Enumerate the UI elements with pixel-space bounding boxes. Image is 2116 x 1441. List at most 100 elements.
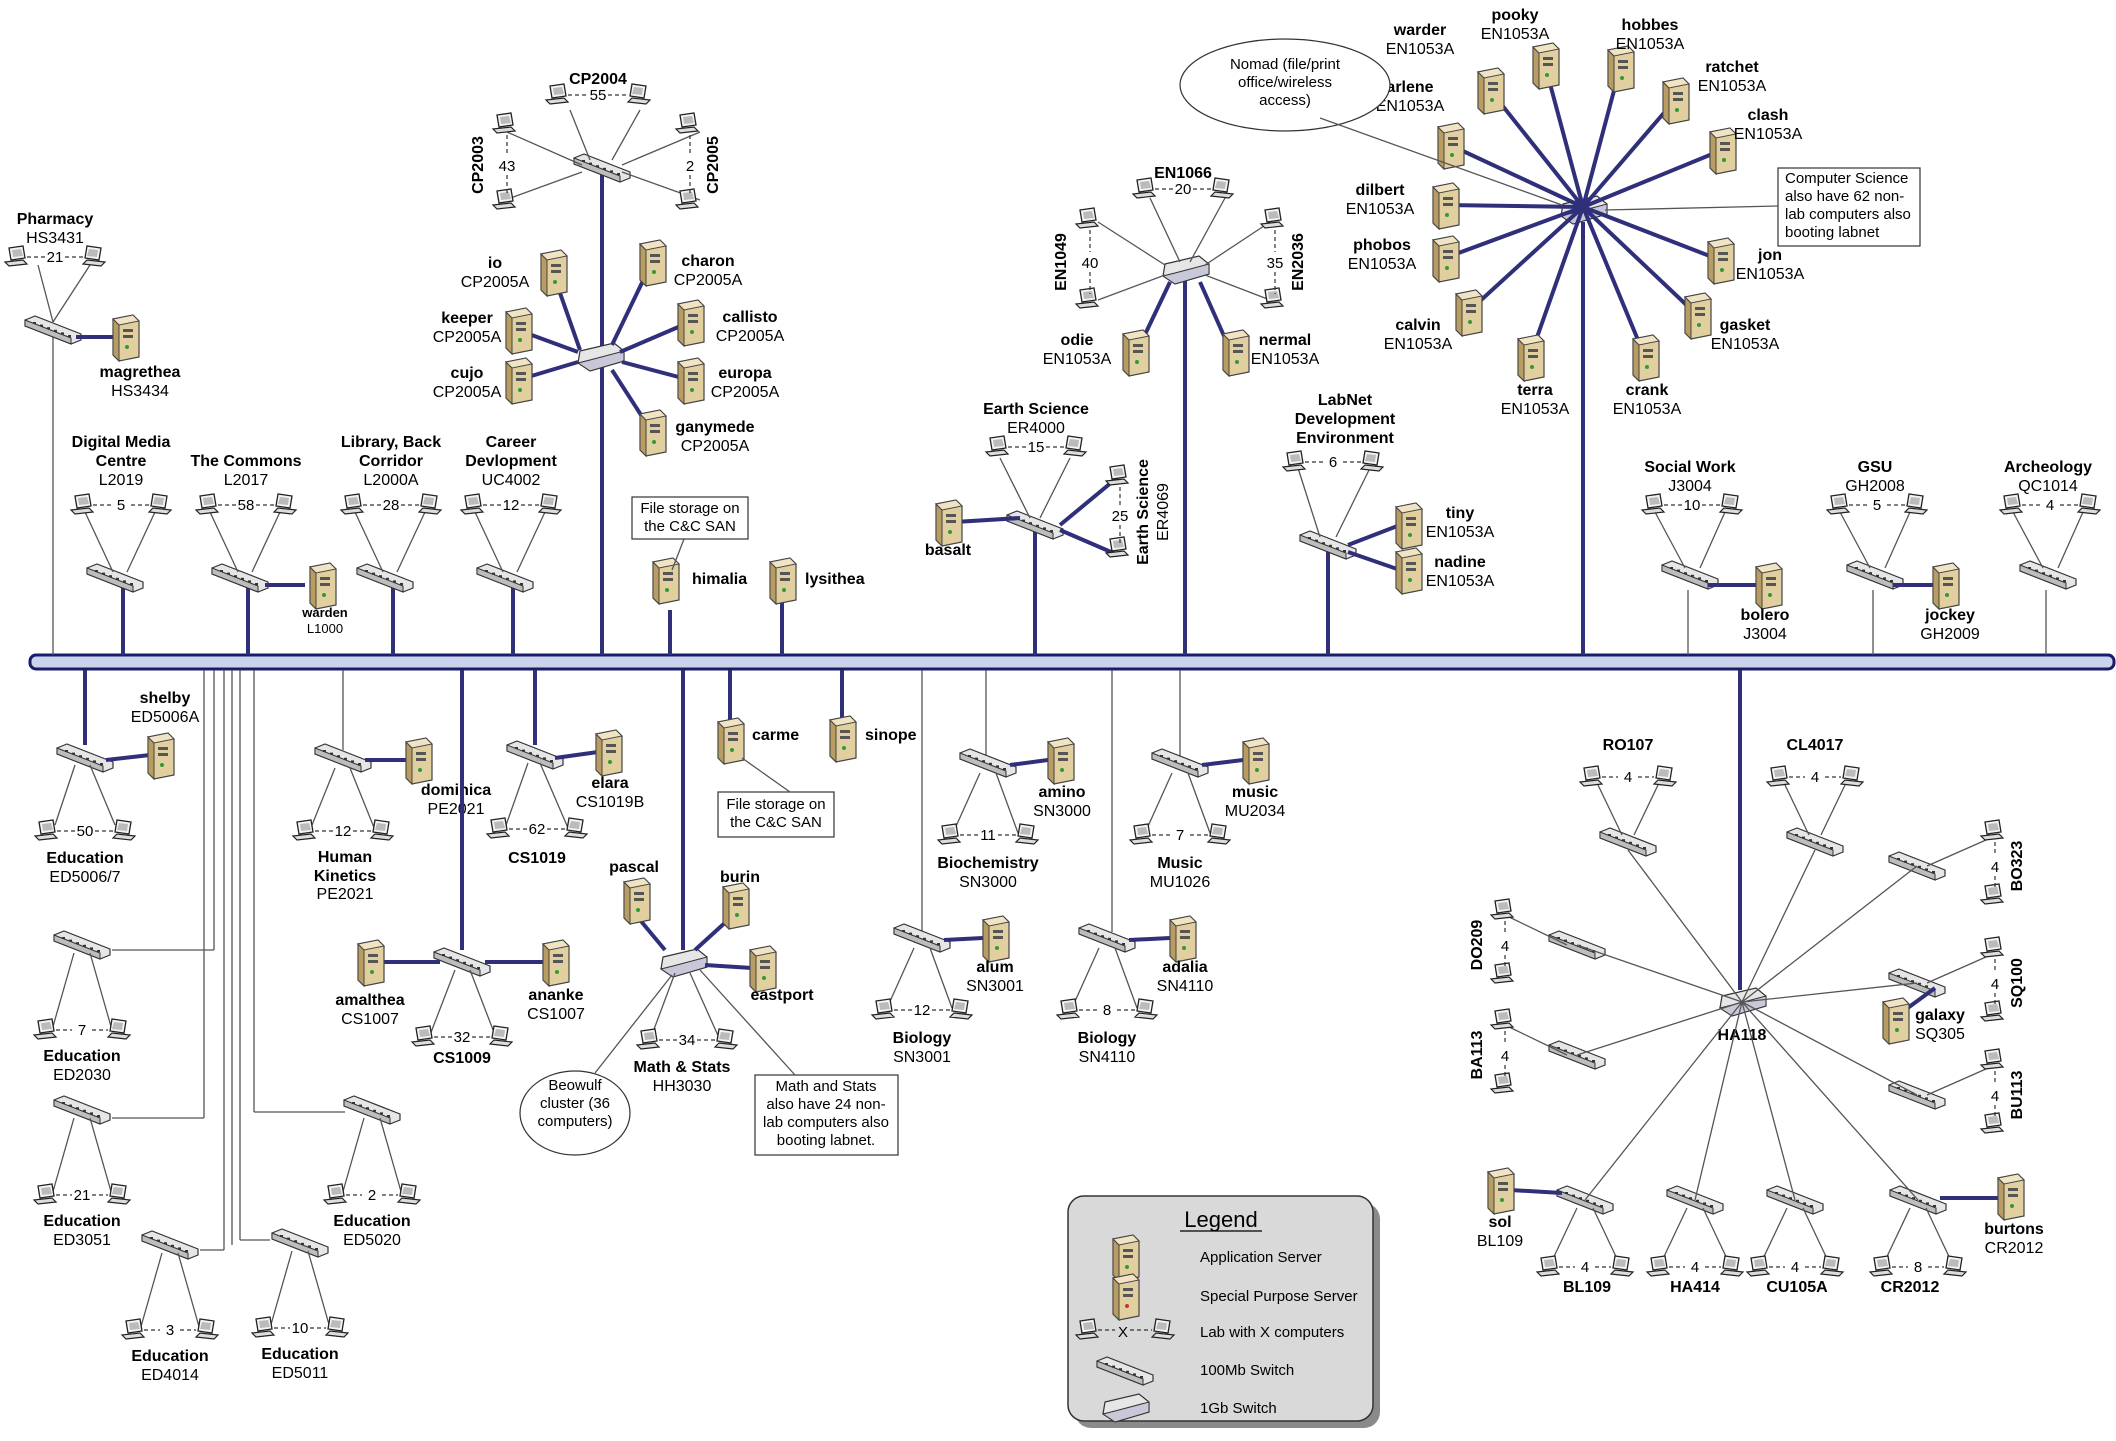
link-line [504, 171, 583, 201]
server-lysithea [768, 557, 798, 606]
server-bolero [1754, 562, 1784, 611]
lab-name-sq100: SQ100 [2009, 958, 2026, 1008]
server-room-warden: L1000 [307, 621, 343, 636]
server-terra [1516, 334, 1546, 383]
switch-edu-5011 [271, 1228, 329, 1258]
server-room-dilbert: EN1053A [1346, 201, 1415, 218]
link-line [1297, 467, 1321, 538]
legend-item-0: Application Server [1200, 1249, 1322, 1266]
server-room-ananke: CS1007 [527, 1006, 585, 1023]
server-shelby [146, 732, 176, 781]
lab-name-pharmacy: Pharmacy [17, 211, 94, 228]
link-line [929, 947, 953, 1009]
link-line [1581, 98, 1677, 209]
link-line [1009, 758, 1049, 767]
workstation-icon [1489, 962, 1515, 984]
switch-edu-4014 [141, 1230, 199, 1260]
lab-count: 4 [1624, 769, 1632, 786]
link-line [2012, 511, 2044, 569]
workstation-icon [1652, 765, 1678, 787]
workstation-icon [1055, 998, 1081, 1020]
switch-edu-5006 [56, 743, 114, 773]
link-line [84, 511, 114, 573]
server-name-music-srv: music [1232, 784, 1278, 801]
lab-name-bu113: BU113 [2009, 1070, 2026, 1119]
lab-count: 4 [1991, 1088, 1999, 1105]
link-line [621, 131, 701, 166]
server-name-lysithea: lysithea [805, 571, 865, 588]
workstation-icon [1719, 1255, 1745, 1277]
link-line [126, 511, 156, 573]
link-line [1347, 550, 1401, 572]
workstation-icon [1131, 177, 1157, 199]
switch-cs1019 [506, 740, 564, 770]
lab-name-en1049: EN1049 [1053, 233, 1070, 291]
server-cujo [504, 357, 534, 406]
lab-room-music: MU1026 [1150, 874, 1211, 891]
lab-name-cu105a: CU105A [1766, 1279, 1828, 1296]
legend-box [1067, 1195, 1374, 1422]
workstation-icon [291, 819, 317, 841]
link-line [554, 750, 599, 760]
lab-count: 43 [499, 158, 516, 175]
lab-name-earth-science-2: Earth Science [1135, 459, 1152, 565]
lab-room-earth-science-2: ER4069 [1155, 483, 1172, 541]
lab-name-en2036: EN2036 [1290, 233, 1307, 291]
lab-room-gsu: GH2008 [1845, 478, 1905, 495]
workstation-icon [1839, 765, 1865, 787]
server-name-adalia: adalia [1162, 959, 1207, 976]
link-line [1582, 205, 1721, 262]
lab-count: 12 [503, 497, 520, 514]
server-gasket [1683, 292, 1713, 341]
link-line [105, 753, 151, 762]
link-line [1097, 221, 1166, 266]
server-magrethea [111, 314, 141, 363]
workstation-icon [1979, 883, 2005, 905]
workstation-icon [1489, 898, 1515, 920]
legend-title: Legend [1184, 1207, 1257, 1232]
lab-count: 4 [1811, 769, 1819, 786]
lab-name-cl4017: CL4017 [1787, 737, 1844, 754]
lab-count: 34 [679, 1032, 696, 1049]
lab-room-human-kinetics: PE2021 [317, 886, 374, 903]
link-line [1204, 221, 1271, 266]
link-line [379, 1117, 403, 1196]
lab-count: 8 [1914, 1259, 1922, 1276]
lab-count: 7 [1176, 827, 1184, 844]
link-line [1444, 205, 1584, 260]
switch-en1066 [1161, 255, 1210, 285]
server-room-magrethea: HS3434 [111, 383, 169, 400]
link-line [693, 918, 730, 952]
note-nomad [1179, 38, 1391, 132]
workstation-icon [1819, 1255, 1845, 1277]
lab-name-en1066: EN1066 [1154, 165, 1212, 182]
lab-room-edu-5011: ED5011 [272, 1365, 329, 1382]
workstation-icon [537, 493, 563, 515]
server-room-alum: SN3001 [966, 978, 1024, 995]
server-room-ratchet: EN1053A [1698, 78, 1767, 95]
server-carme [716, 717, 746, 766]
server-room-tiny: EN1053A [1426, 524, 1495, 541]
switch-edu-3051 [53, 1095, 111, 1125]
switch-commons [211, 563, 269, 593]
link-line [469, 969, 496, 1036]
lab-room-commons: L2017 [224, 472, 269, 489]
link-line [1187, 772, 1211, 834]
server-room-cujo: CP2005A [433, 384, 502, 401]
lab-name-archeology: Archeology [2004, 459, 2092, 476]
workstation-icon [339, 493, 365, 515]
server-name-amalthea: amalthea [335, 992, 404, 1009]
server-room-phobos: EN1053A [1348, 256, 1417, 273]
link-line [704, 963, 753, 970]
server-name-shelby: shelby [140, 690, 191, 707]
workstation-icon [635, 1028, 661, 1050]
lab-room-edu-2030: ED2030 [53, 1067, 111, 1084]
server-name-ratchet: ratchet [1705, 59, 1759, 76]
lab-count: 4 [2046, 497, 2054, 514]
workstation-icon [81, 245, 107, 267]
server-calvin [1454, 289, 1484, 338]
lab-count: 32 [454, 1029, 471, 1046]
